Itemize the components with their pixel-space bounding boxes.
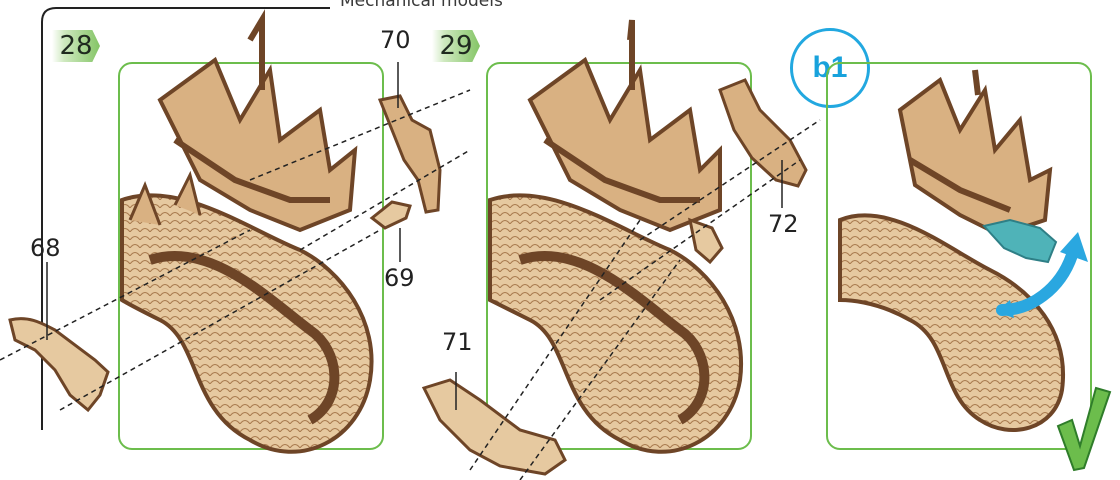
jaw-part <box>984 220 1056 262</box>
check-icon <box>1058 388 1110 470</box>
